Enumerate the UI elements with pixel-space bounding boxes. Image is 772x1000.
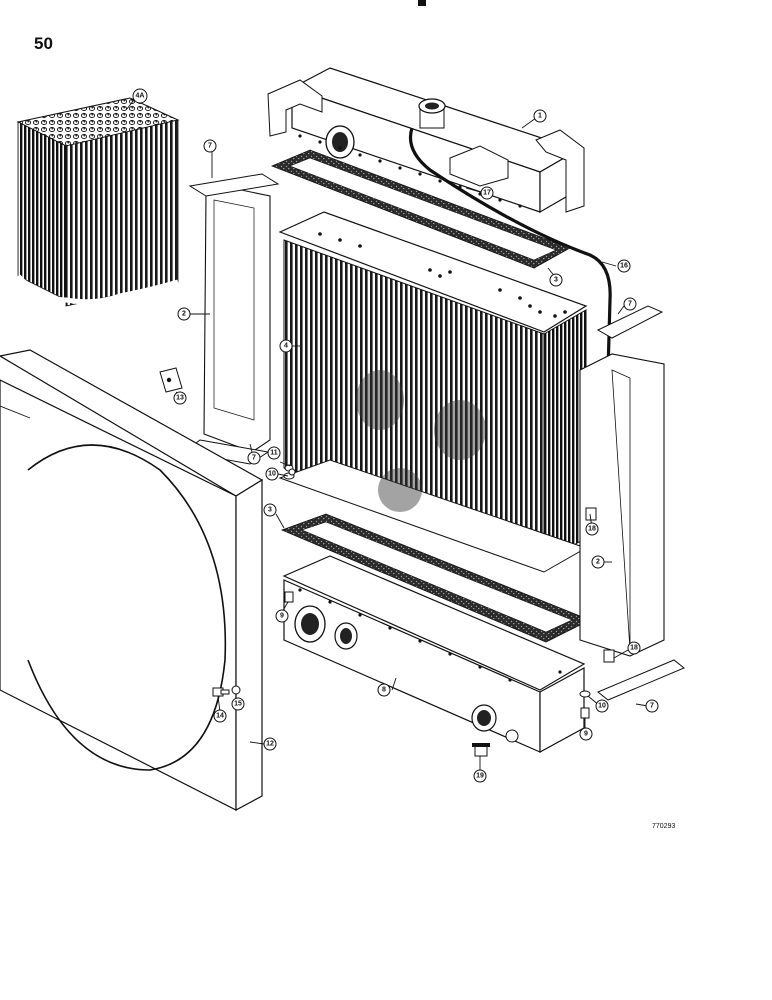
callout-13: 13 (176, 395, 184, 402)
bottom-tank (282, 555, 586, 754)
callout-2-left: 2 (182, 311, 186, 318)
fan-shroud (0, 349, 264, 812)
bracket-bottom-right (597, 659, 685, 701)
bracket-top-right (596, 305, 664, 339)
right-side-member (579, 353, 665, 657)
drain-plug (472, 743, 490, 757)
callout-4: 4 (284, 343, 288, 350)
callout-7-left-bottom: 7 (252, 455, 256, 462)
callout-14: 14 (216, 713, 224, 720)
radiator-core (278, 211, 588, 573)
callout-9-right: 9 (584, 731, 588, 738)
callout-8: 8 (382, 687, 386, 694)
core-4a (16, 97, 180, 307)
callout-18-lower: 18 (630, 645, 638, 652)
overflow-tube (408, 127, 612, 373)
top-tank (267, 67, 585, 214)
callout-7-bottom-right: 7 (650, 703, 654, 710)
callout-12: 12 (266, 741, 274, 748)
callout-7-top-left: 7 (208, 143, 212, 150)
callout-11: 11 (270, 450, 278, 457)
callout-3-top: 3 (554, 277, 558, 284)
callout-18-upper: 18 (588, 526, 596, 533)
callout-19: 19 (476, 773, 484, 780)
callout-7-right-top: 7 (628, 301, 632, 308)
figure-reference: 770293 (652, 823, 675, 830)
callout-17: 17 (483, 190, 491, 197)
callout-2-right: 2 (596, 559, 600, 566)
top-edge-mark (418, 0, 426, 6)
bracket-top-left (188, 173, 280, 197)
hardware (212, 464, 591, 719)
callout-16: 16 (620, 263, 628, 270)
callout-10-right: 10 (598, 703, 606, 710)
callout-3-bottom: 3 (268, 507, 272, 514)
callout-15: 15 (234, 701, 242, 708)
page-number: 50 (34, 34, 53, 53)
callout-4a: 4A (136, 93, 145, 100)
callout-9-left: 9 (280, 613, 284, 620)
callouts: 1 4A 7 17 3 16 2 7 4 13 7 11 10 18 3 2 9… (125, 88, 659, 783)
callout-1: 1 (538, 113, 542, 120)
callout-10-left: 10 (268, 471, 276, 478)
